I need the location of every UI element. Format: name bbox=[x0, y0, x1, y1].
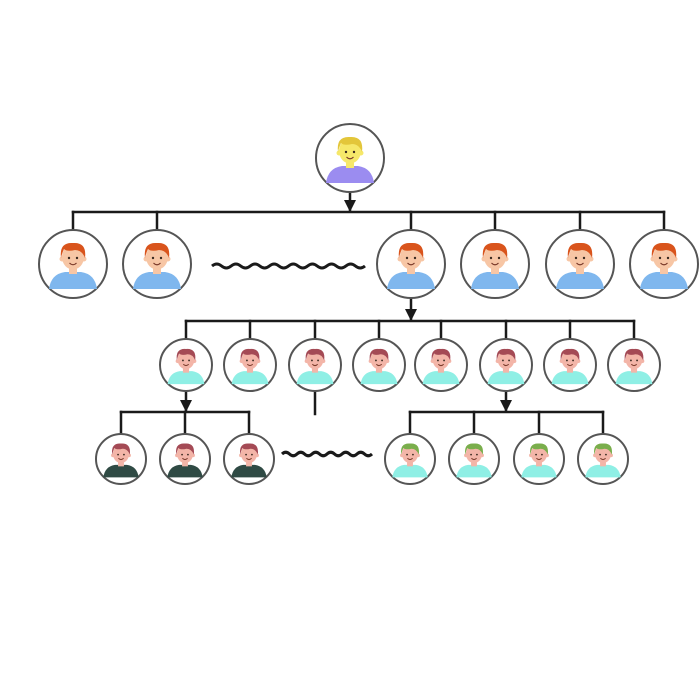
level-2-person-avatar-icon bbox=[159, 338, 213, 392]
level-1-continuation-squiggle bbox=[211, 262, 366, 270]
level-1-person-avatar-icon bbox=[460, 229, 530, 299]
level-3-person-avatar-icon bbox=[95, 433, 147, 485]
level-1-person-avatar-icon bbox=[122, 229, 192, 299]
level-1-person-avatar-icon bbox=[376, 229, 446, 299]
level-2-person-avatar-icon bbox=[223, 338, 277, 392]
level-3-person-avatar-icon bbox=[223, 433, 275, 485]
level-2-person-avatar-icon bbox=[414, 338, 468, 392]
level-1-person-avatar-icon bbox=[545, 229, 615, 299]
level-1-arrow-icon bbox=[405, 309, 417, 321]
level-1-person-avatar-icon bbox=[38, 229, 108, 299]
level-3-person-avatar-icon bbox=[513, 433, 565, 485]
level-2-person-avatar-icon bbox=[479, 338, 533, 392]
root-person-avatar-icon bbox=[315, 123, 385, 193]
level-2-arrow-icon bbox=[500, 400, 512, 412]
level-1-person-avatar-icon bbox=[629, 229, 699, 299]
level-2-person-avatar-icon bbox=[352, 338, 406, 392]
level-3-person-avatar-icon bbox=[384, 433, 436, 485]
root-arrow-icon bbox=[344, 200, 356, 212]
level-2-person-avatar-icon bbox=[288, 338, 342, 392]
level-3-person-avatar-icon bbox=[159, 433, 211, 485]
level-2-person-avatar-icon bbox=[607, 338, 661, 392]
level-3-person-avatar-icon bbox=[448, 433, 500, 485]
level-2-person-avatar-icon bbox=[543, 338, 597, 392]
level-3-person-avatar-icon bbox=[577, 433, 629, 485]
level-3-continuation-squiggle bbox=[280, 450, 374, 458]
level-2-arrow-icon bbox=[180, 400, 192, 412]
